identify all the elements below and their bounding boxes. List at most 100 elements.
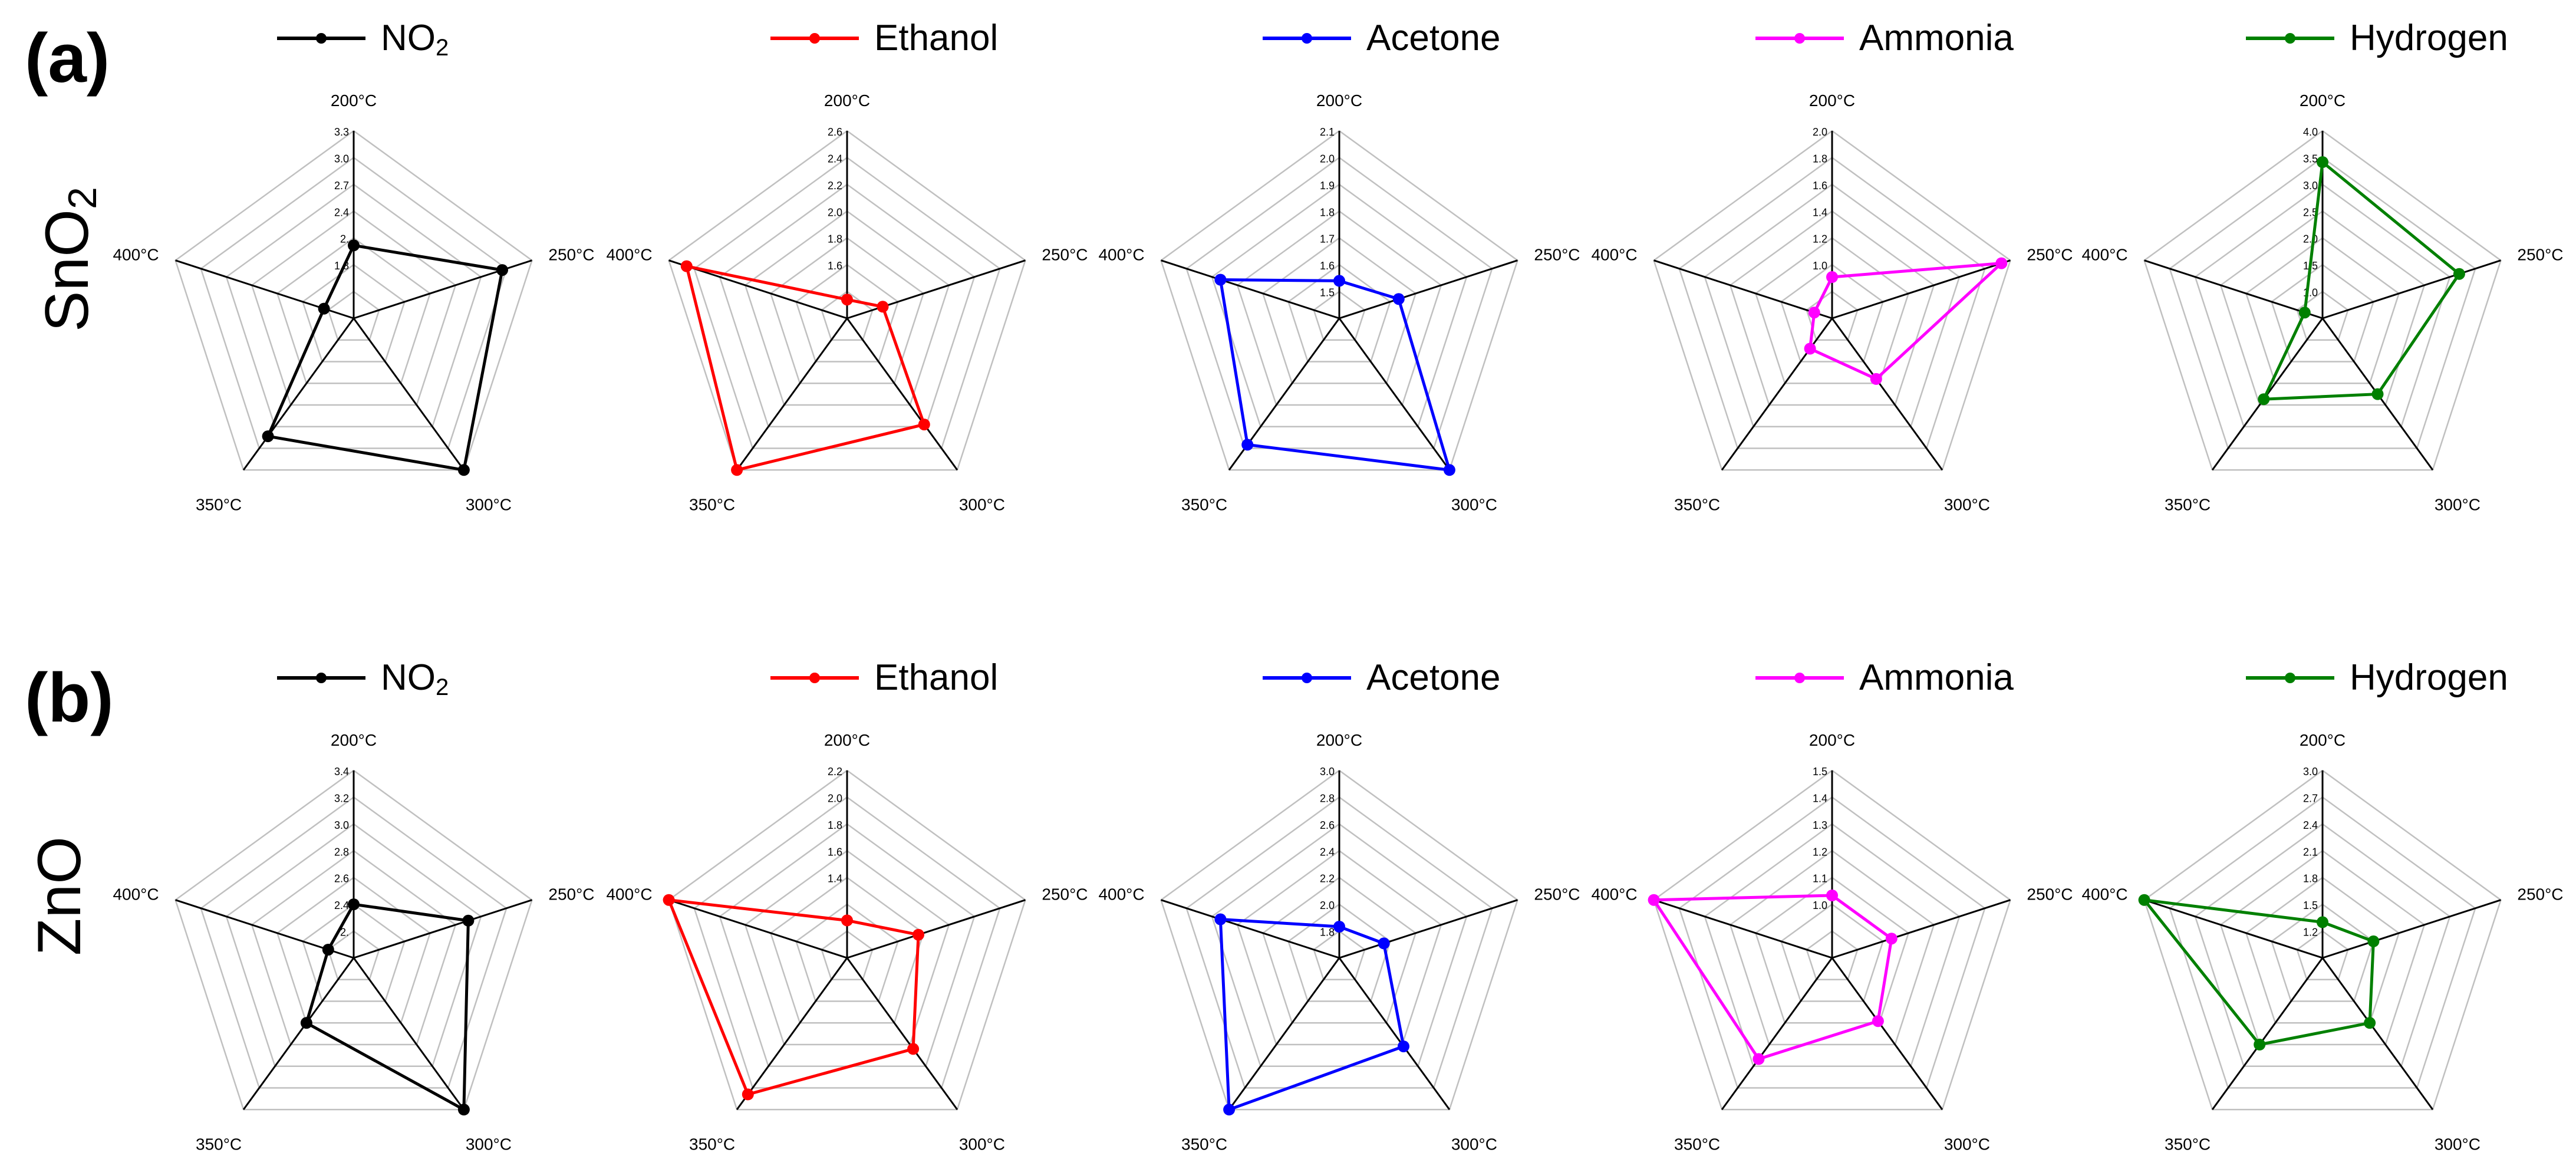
axis-category-label: 250°C <box>548 885 594 904</box>
tick-label: 2.4 <box>1320 846 1335 858</box>
grid-ring <box>1236 210 1442 406</box>
tick-label: 2.5 <box>2303 206 2318 218</box>
legend-label: Hydrogen <box>2350 657 2508 698</box>
axis-category-label: 400°C <box>2081 885 2127 904</box>
data-point <box>2367 935 2380 947</box>
series-line <box>266 243 504 472</box>
radar-b-4: 1.01.11.21.31.41.5200°C250°C300°C350°C40… <box>1591 731 2073 1153</box>
legend-label: NO <box>381 657 436 698</box>
spoke-line <box>1653 899 1833 959</box>
tick-label: 2.6 <box>334 873 349 885</box>
radar-a-1: 1.82.2.42.73.03.3200°C250°C300°C350°C400… <box>113 91 594 513</box>
grid-ring <box>719 183 976 428</box>
axis-category-label: 350°C <box>2165 495 2211 513</box>
tick-label: 3.5 <box>2303 153 2318 164</box>
legend-line-icon <box>2246 33 2334 44</box>
grid-ring <box>821 291 874 341</box>
grid-ring <box>174 769 533 1111</box>
grid-ring <box>2143 130 2502 471</box>
tick-label: 3.0 <box>334 819 349 831</box>
legend-line-icon <box>2246 673 2334 683</box>
legend-line-icon <box>1755 673 1844 683</box>
grid-ring <box>1653 130 2011 471</box>
grid-ring <box>2245 237 2400 384</box>
grid-ring <box>276 237 431 384</box>
data-point <box>2364 1017 2376 1029</box>
grid-ring <box>1754 877 1910 1024</box>
spoke-line <box>736 957 848 1111</box>
axis-category-label: 250°C <box>1534 885 1580 904</box>
legend-label: Ethanol <box>874 657 999 698</box>
grid-ring <box>327 291 380 341</box>
grid-ring <box>2194 183 2451 428</box>
axis-category-label: 200°C <box>2300 731 2346 749</box>
tick-label: 1.2 <box>2303 927 2318 938</box>
spoke-line <box>1161 899 1340 959</box>
tick-label: 1.8 <box>1320 927 1335 938</box>
tick-label: 1.8 <box>2303 873 2318 885</box>
tick-label: 2.8 <box>1320 792 1335 804</box>
grid-ring <box>200 796 508 1089</box>
grid-ring <box>769 237 925 384</box>
grid-ring <box>251 849 457 1046</box>
legend-label: Ethanol <box>874 18 999 58</box>
spoke-line <box>1339 259 1518 320</box>
grid-ring <box>1261 237 1417 384</box>
spoke-line <box>2322 899 2501 959</box>
axis-category-label: 400°C <box>1098 885 1144 904</box>
spoke-line <box>1721 957 1833 1111</box>
legend-line-icon <box>770 673 859 683</box>
spoke-line <box>736 318 848 471</box>
grid-ring <box>795 903 899 1002</box>
grid-ring <box>2271 903 2374 1002</box>
legend-radar-b-3: Acetone <box>1263 654 1501 701</box>
tick-label: 1.6 <box>828 846 842 858</box>
data-point <box>1826 890 1838 901</box>
spoke-line <box>846 899 1026 959</box>
spoke-line <box>846 957 958 1111</box>
data-point <box>300 1017 312 1029</box>
grid-ring <box>1704 823 1961 1068</box>
tick-label: 2. <box>340 233 349 245</box>
grid-ring <box>1729 849 1935 1046</box>
grid-ring <box>200 156 508 449</box>
grid-ring <box>744 849 950 1046</box>
legend-dot-icon <box>809 33 820 44</box>
grid-ring <box>1780 263 1884 363</box>
spoke-line <box>668 899 848 959</box>
legend-radar-a-2: Ethanol <box>770 15 998 62</box>
data-point <box>1214 913 1227 925</box>
axis-category-label: 250°C <box>2517 246 2563 264</box>
data-point <box>2138 894 2150 906</box>
tick-label: 2.4 <box>828 153 842 164</box>
spoke-line <box>2144 259 2323 320</box>
tick-label: 2.4 <box>2303 819 2318 831</box>
data-point <box>1392 293 1405 305</box>
grid-ring <box>2219 210 2426 406</box>
data-point <box>322 944 334 956</box>
data-point <box>1378 937 1390 950</box>
legend-dot-icon <box>316 673 327 683</box>
grid-ring <box>2169 796 2476 1089</box>
tick-label: 3.2 <box>334 792 349 804</box>
tick-label: 3.4 <box>334 766 349 778</box>
grid-ring <box>744 210 950 406</box>
grid-ring <box>1678 796 1986 1089</box>
legend-line-icon <box>1263 33 1351 44</box>
grid-ring <box>251 210 457 406</box>
data-point <box>2298 307 2311 319</box>
grid-ring <box>276 877 431 1024</box>
legend-radar-b-5: Hydrogen <box>2246 654 2508 701</box>
tick-label: 2.8 <box>334 846 349 858</box>
legend-dot-icon <box>1794 673 1805 683</box>
spoke-line <box>846 259 1026 320</box>
data-point <box>2254 1039 2266 1050</box>
grid-ring <box>1160 130 1518 471</box>
data-point <box>318 302 330 315</box>
data-point <box>348 898 360 911</box>
data-point <box>1753 1053 1765 1065</box>
legend-radar-a-4: Ammonia <box>1755 15 2014 62</box>
legend-dot-icon <box>2285 33 2295 44</box>
legend-label: Acetone <box>1366 18 1501 58</box>
